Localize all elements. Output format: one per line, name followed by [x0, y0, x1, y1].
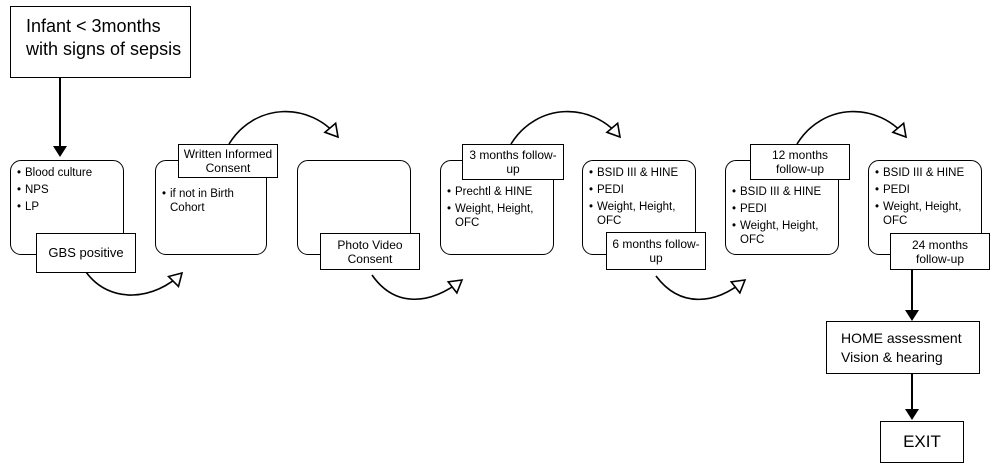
list-item: Weight, Height, OFC: [447, 202, 547, 230]
home-line-1: HOME assessment: [841, 330, 962, 346]
hollow-arrowhead-3: [446, 279, 464, 295]
written-consent-label: Written Informed Consent: [178, 144, 278, 178]
stage-5-list: BSID III & HINE PEDI Weight, Height, OFC: [589, 166, 689, 228]
start-line-1: Infant < 3months: [26, 16, 161, 36]
hollow-curved-arrow-3: [371, 274, 463, 300]
list-item: Blood culture: [17, 166, 117, 180]
3-months-followup-label: 3 months follow-up: [462, 144, 564, 180]
exit-box: EXIT: [880, 421, 964, 463]
stage-4-list: Prechtl & HINE Weight, Height, OFC: [447, 185, 547, 230]
list-item: Weight, Height, OFC: [732, 219, 832, 247]
list-item: BSID III & HINE: [589, 166, 689, 180]
12-months-followup-label: 12 months follow-up: [750, 144, 850, 180]
24-months-followup-label: 24 months follow-up: [890, 233, 990, 270]
list-item: Weight, Height, OFC: [589, 200, 689, 228]
list-item: BSID III & HINE: [875, 166, 975, 180]
list-item: if not in Birth Cohort: [162, 187, 260, 215]
list-item: LP: [17, 200, 117, 214]
hollow-arrowhead-6: [891, 121, 908, 139]
arrowhead-start: [53, 146, 67, 157]
hollow-curved-arrow-5: [655, 275, 746, 301]
photo-video-consent-label: Photo Video Consent: [320, 233, 420, 270]
hollow-curved-arrow-6: [796, 110, 907, 145]
home-line-2: Vision & hearing: [841, 349, 943, 365]
hollow-arrowhead-4: [605, 121, 622, 139]
arrowhead-exit: [905, 409, 919, 420]
hollow-arrowhead-2: [323, 121, 340, 139]
hollow-arrowhead-5: [729, 279, 747, 295]
hollow-curved-arrow-1: [85, 271, 183, 296]
hollow-arrowhead-1: [167, 271, 184, 288]
arrowhead-home: [905, 310, 919, 321]
stage-2-list: if not in Birth Cohort: [162, 187, 260, 215]
stage-1-list: Blood culture NPS LP: [17, 166, 117, 214]
gbs-positive-label: GBS positive: [36, 233, 136, 273]
hollow-curved-arrow-4: [510, 110, 621, 145]
list-item: BSID III & HINE: [732, 185, 832, 199]
hollow-curved-arrow-2: [228, 110, 339, 145]
list-item: NPS: [17, 183, 117, 197]
list-item: Weight, Height, OFC: [875, 200, 975, 228]
start-line-2: with signs of sepsis: [26, 39, 182, 59]
start-box: Infant < 3months with signs of sepsis: [10, 6, 191, 78]
stage-7-list: BSID III & HINE PEDI Weight, Height, OFC: [875, 166, 975, 228]
list-item: PEDI: [732, 202, 832, 216]
stage-6-list: BSID III & HINE PEDI Weight, Height, OFC: [732, 185, 832, 247]
list-item: PEDI: [589, 183, 689, 197]
list-item: Prechtl & HINE: [447, 185, 547, 199]
6-months-followup-label: 6 months follow-up: [606, 232, 706, 270]
home-assessment-box: HOME assessment Vision & hearing: [826, 321, 980, 374]
list-item: PEDI: [875, 183, 975, 197]
